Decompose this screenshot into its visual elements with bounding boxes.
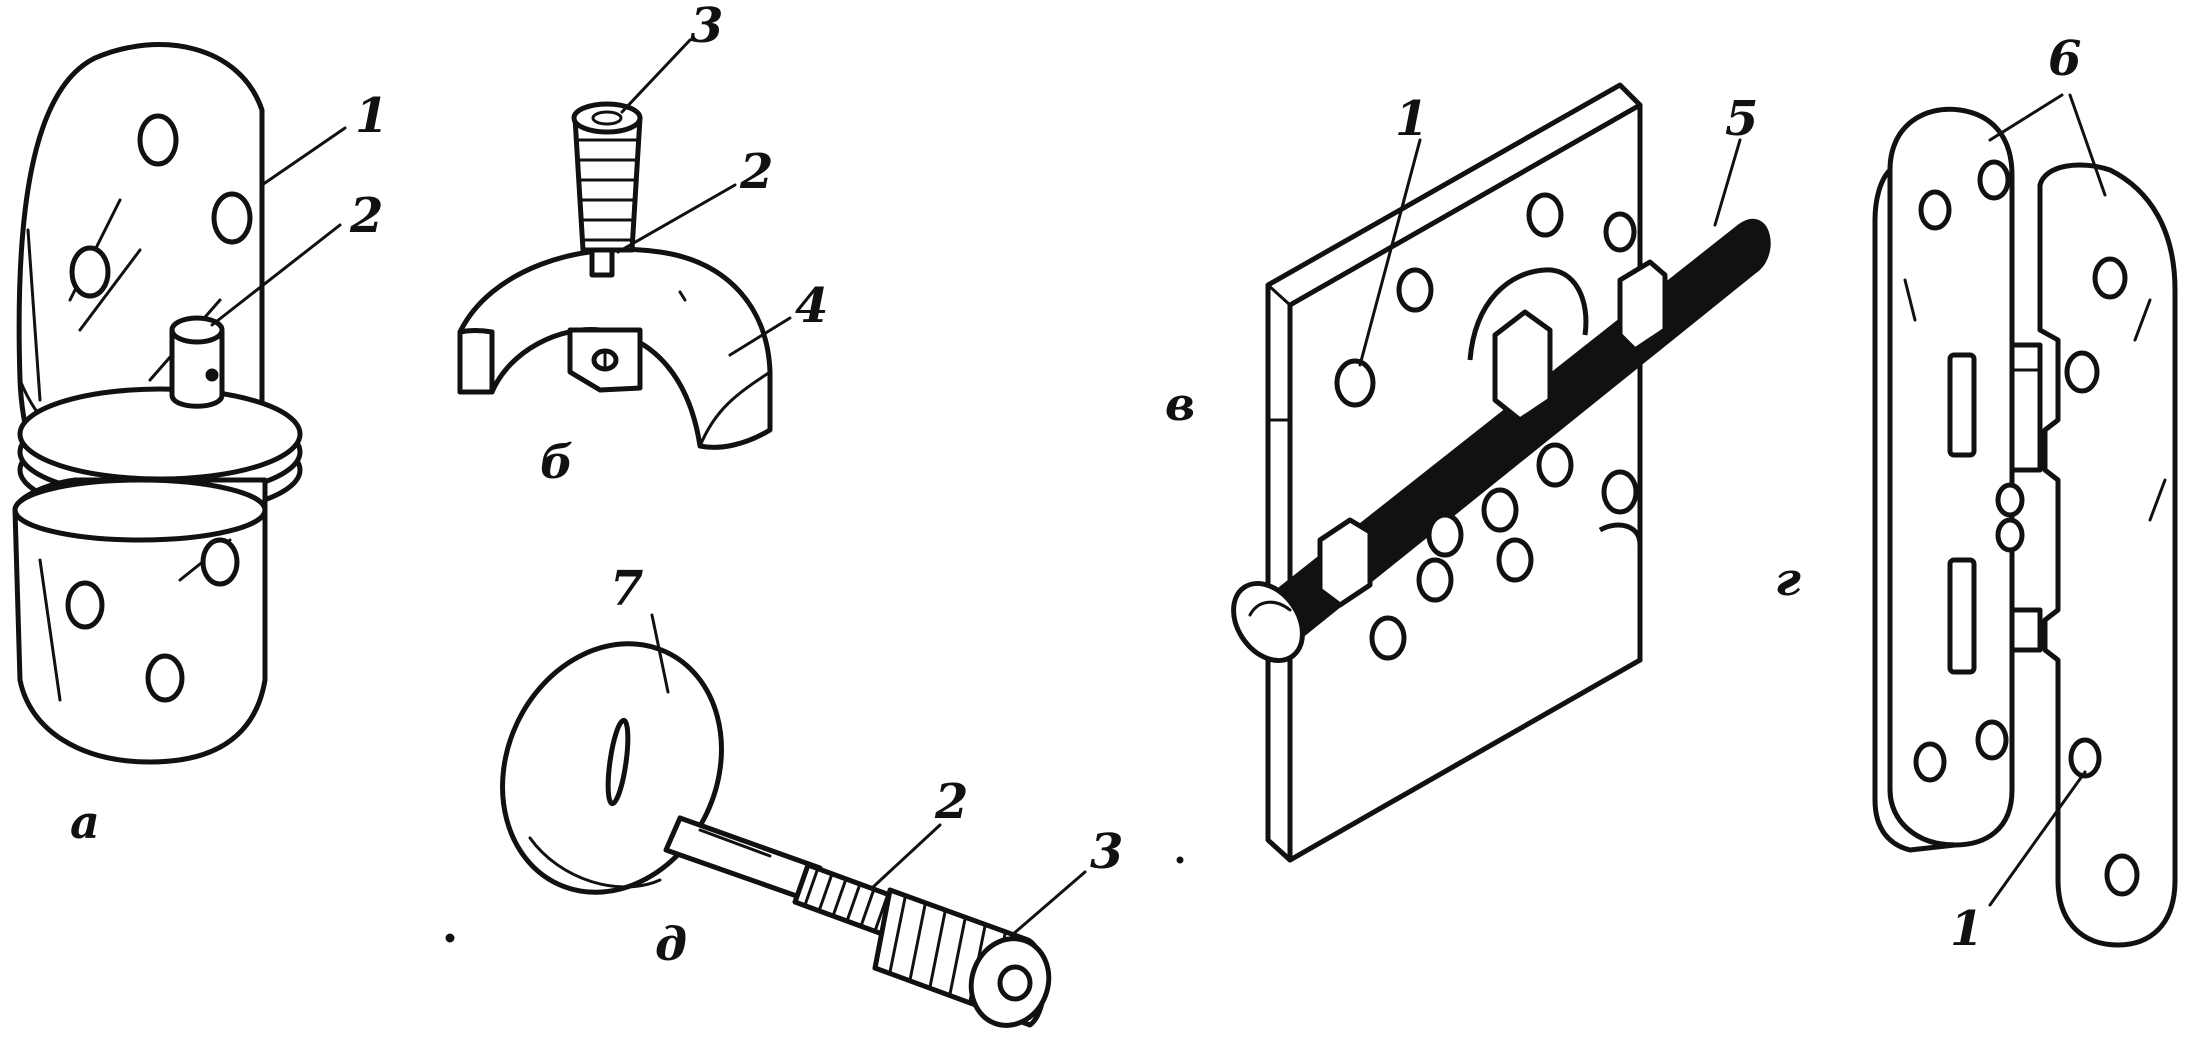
label-g-part-6: 6 bbox=[2048, 31, 2081, 87]
label-a-part-2: 2 bbox=[349, 188, 383, 244]
panel-v-bolt-latch: 1 5 в bbox=[1165, 82, 1771, 863]
label-b-part-3: 3 bbox=[690, 0, 723, 54]
label-panel-d: д bbox=[655, 917, 687, 971]
label-panel-b: б bbox=[540, 435, 573, 489]
speck bbox=[445, 933, 455, 943]
label-d-part-7: 7 bbox=[610, 561, 643, 617]
label-v-part-5: 5 bbox=[1725, 91, 1758, 147]
speck bbox=[1176, 856, 1184, 864]
label-b-part-2: 2 bbox=[739, 144, 773, 200]
label-b-part-4: 4 bbox=[795, 278, 828, 334]
label-panel-g: г bbox=[1775, 552, 1801, 606]
panel-d-screw-disc: 7 2 3 д bbox=[500, 561, 1123, 1028]
label-a-part-1: 1 bbox=[355, 88, 388, 144]
panel-a-hinge: 1 2 а bbox=[12, 42, 388, 849]
panel-b-arc-bracket: 3 2 4 б bbox=[457, 0, 828, 489]
label-panel-a: а bbox=[70, 795, 100, 849]
label-d-part-3: 3 bbox=[1090, 824, 1123, 880]
label-g-part-1: 1 bbox=[1950, 901, 1983, 957]
panel-g-butt-hinge: 6 1 г bbox=[1775, 31, 2178, 957]
label-d-part-2: 2 bbox=[934, 774, 968, 830]
label-v-part-1: 1 bbox=[1395, 91, 1428, 147]
label-panel-v: в bbox=[1165, 377, 1195, 431]
